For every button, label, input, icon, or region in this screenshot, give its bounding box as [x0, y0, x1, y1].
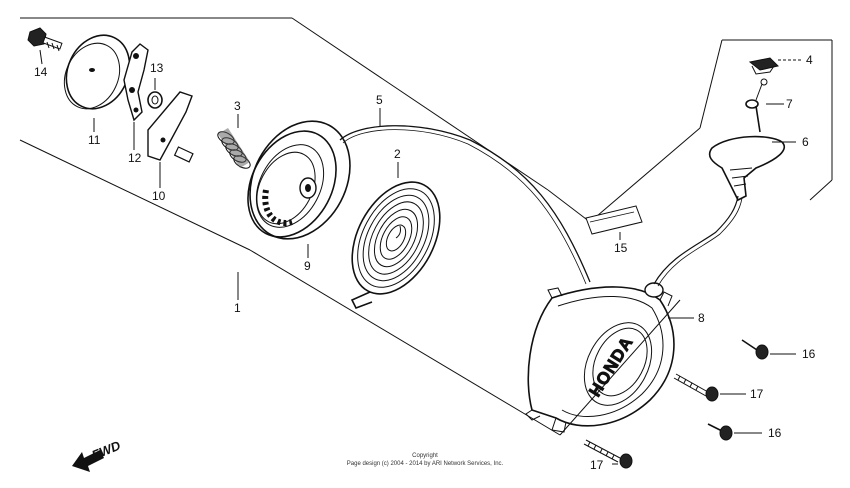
callout-16b: 16 — [768, 426, 782, 440]
callout-5: 5 — [376, 93, 383, 107]
callout-16a: 16 — [802, 347, 816, 361]
callout-17b: 17 — [590, 458, 604, 472]
reel-part-9 — [247, 120, 351, 240]
fwd-arrow-icon: FWD — [72, 438, 123, 472]
callout-6: 6 — [802, 135, 809, 149]
callout-12: 12 — [128, 151, 142, 165]
copyright-line-1: Copyright — [412, 453, 438, 459]
grip-handle-part-6 — [708, 135, 785, 202]
copyright-notice: Copyright Page design (c) 2004 - 2014 by… — [347, 453, 504, 467]
callout-2: 2 — [394, 147, 401, 161]
callout-7: 7 — [786, 97, 793, 111]
callout-8: 8 — [698, 311, 705, 325]
bolt-part-14 — [27, 27, 63, 52]
bolt-part-16-lower — [707, 423, 733, 441]
rope-clip-part-7 — [745, 78, 768, 133]
ratchet-guide-part-10 — [147, 91, 193, 161]
assembly-outline — [19, 17, 833, 436]
callout-11: 11 — [88, 133, 101, 147]
starter-rope-part-5 — [339, 125, 591, 285]
recoil-spring-part-2 — [350, 181, 441, 310]
clip-part-4 — [748, 57, 779, 75]
label-part-15 — [585, 205, 643, 235]
callout-14: 14 — [34, 65, 48, 79]
callout-13: 13 — [150, 61, 164, 75]
callout-9: 9 — [304, 259, 311, 273]
callout-4: 4 — [806, 53, 813, 67]
callouts: 1 2 3 4 5 6 7 8 9 10 11 12 13 14 15 16 1… — [34, 53, 816, 472]
bolt-part-17-lower — [583, 439, 633, 469]
handle-rope — [653, 195, 743, 287]
starter-case-part-8: HONDA — [525, 282, 675, 433]
callout-17a: 17 — [750, 387, 764, 401]
ratchet-part-12 — [123, 43, 149, 122]
copyright-line-2: Page design (c) 2004 - 2014 by ARI Netwo… — [347, 461, 504, 467]
bolt-part-17-upper — [673, 373, 719, 402]
callout-10: 10 — [152, 189, 166, 203]
pin — [173, 146, 194, 163]
callout-15: 15 — [614, 241, 628, 255]
washer-part-13 — [147, 91, 163, 109]
callout-3: 3 — [234, 99, 241, 113]
leader-lines — [39, 49, 802, 465]
callout-1: 1 — [234, 301, 241, 315]
fwd-label: FWD — [90, 438, 124, 463]
bolt-part-16-upper — [741, 339, 769, 360]
spring-part-3 — [217, 128, 251, 169]
